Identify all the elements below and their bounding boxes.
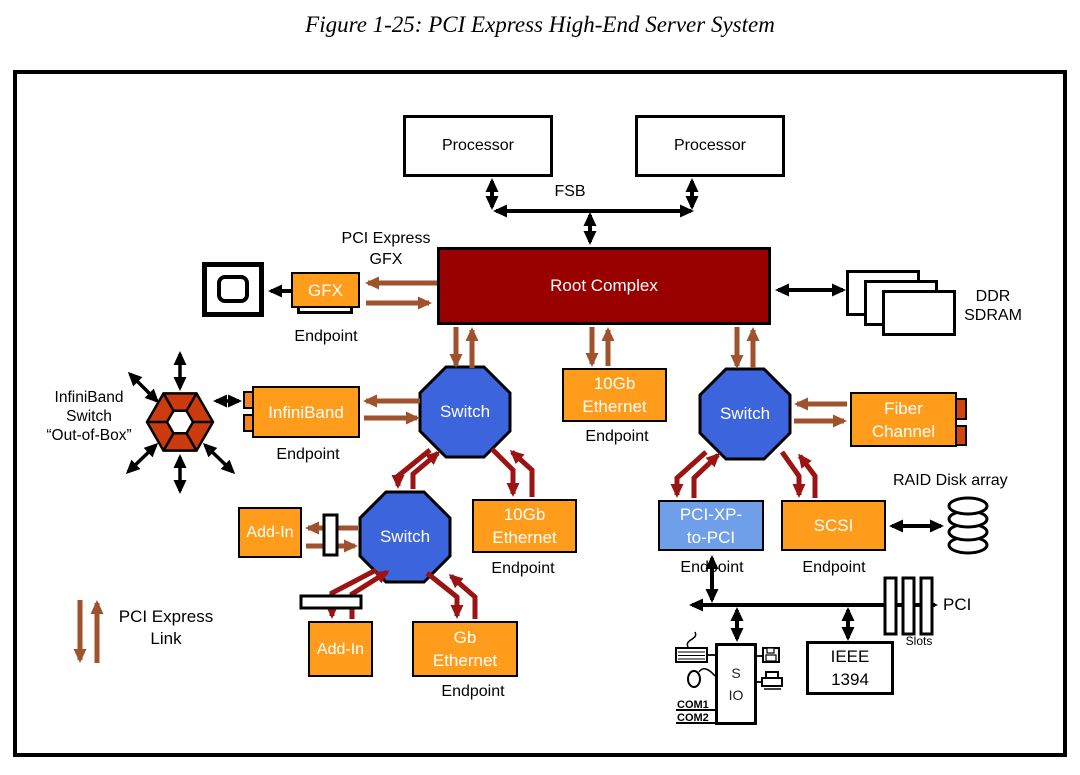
scsi-box: SCSI bbox=[781, 500, 886, 551]
processor-2-label: Processor bbox=[673, 137, 747, 154]
infiniband-endpoint: Endpoint bbox=[276, 446, 340, 463]
switch-left-label: Switch bbox=[439, 402, 491, 421]
switch-lower-label: Switch bbox=[379, 527, 431, 546]
pci-label: PCI bbox=[943, 595, 972, 614]
root-complex-box: Root Complex bbox=[437, 247, 771, 325]
fiber-channel-label: Fiber Channel bbox=[871, 398, 936, 441]
add-in-1-label: Add-In bbox=[246, 524, 294, 541]
pci-xp-to-pci-label: PCI-XP- to-PCI bbox=[679, 504, 743, 547]
pci-xp-to-pci-box: PCI-XP- to-PCI bbox=[658, 500, 764, 551]
infiniband-label: InfiniBand bbox=[268, 402, 344, 422]
com2-label: COM2 bbox=[677, 712, 709, 724]
ethernet-10gb-mid-box: 10Gb Ethernet bbox=[562, 368, 667, 422]
infiniband-switch-label: InfiniBand Switch “Out-of-Box” bbox=[46, 389, 132, 444]
switch-right-label: Switch bbox=[719, 404, 771, 423]
sio-label: S IO bbox=[728, 665, 744, 703]
com1-label: COM1 bbox=[677, 699, 709, 711]
gb-ethernet-endpoint: Endpoint bbox=[441, 683, 505, 700]
fiber-channel-box: Fiber Channel bbox=[850, 392, 957, 447]
add-in-1-box: Add-In bbox=[238, 507, 302, 558]
add-in-2-label: Add-In bbox=[316, 640, 365, 658]
root-complex-label: Root Complex bbox=[550, 276, 658, 295]
monitor-screen bbox=[217, 275, 249, 303]
fsb-label: FSB bbox=[554, 183, 586, 200]
raid-disk-array-label: RAID Disk array bbox=[893, 472, 1008, 489]
ddr-chip-front bbox=[882, 290, 956, 336]
ieee-1394-label: IEEE 1394 bbox=[830, 647, 870, 689]
figure-title: Figure 1-25: PCI Express High-End Server… bbox=[305, 12, 775, 37]
scsi-label: SCSI bbox=[813, 516, 854, 535]
sio-box: S IO bbox=[715, 643, 757, 725]
pci-xp-endpoint: Endpoint bbox=[680, 559, 744, 576]
scsi-endpoint: Endpoint bbox=[802, 559, 866, 576]
add-in-2-box: Add-In bbox=[308, 621, 373, 677]
ethernet-10gb-low-label: 10Gb Ethernet bbox=[492, 505, 557, 547]
ethernet-10gb-low-endpoint: Endpoint bbox=[491, 560, 555, 577]
processor-1-label: Processor bbox=[441, 137, 515, 154]
infiniband-box: InfiniBand bbox=[252, 386, 360, 438]
gfx-endpoint-label: Endpoint bbox=[294, 328, 358, 345]
pcie-link-legend-label: PCI Express Link bbox=[118, 607, 214, 648]
slots-label: Slots bbox=[905, 634, 933, 648]
gfx-box: GFX bbox=[291, 272, 360, 308]
ethernet-10gb-mid-endpoint: Endpoint bbox=[585, 428, 649, 445]
gfx-label: GFX bbox=[308, 280, 343, 300]
gb-ethernet-label: Gb Ethernet bbox=[432, 628, 498, 670]
ethernet-10gb-low-box: 10Gb Ethernet bbox=[472, 499, 577, 553]
processor-1-box: Processor bbox=[403, 115, 553, 177]
monitor-icon bbox=[202, 262, 264, 317]
ieee-1394-box: IEEE 1394 bbox=[806, 641, 894, 695]
ddr-sdram-label: DDR SDRAM bbox=[964, 288, 1022, 324]
diagram-frame bbox=[13, 70, 1067, 757]
processor-2-box: Processor bbox=[635, 115, 785, 177]
gb-ethernet-box: Gb Ethernet bbox=[412, 621, 518, 677]
pci-express-gfx-label: PCI Express GFX bbox=[341, 230, 431, 268]
ethernet-10gb-mid-label: 10Gb Ethernet bbox=[582, 374, 647, 416]
